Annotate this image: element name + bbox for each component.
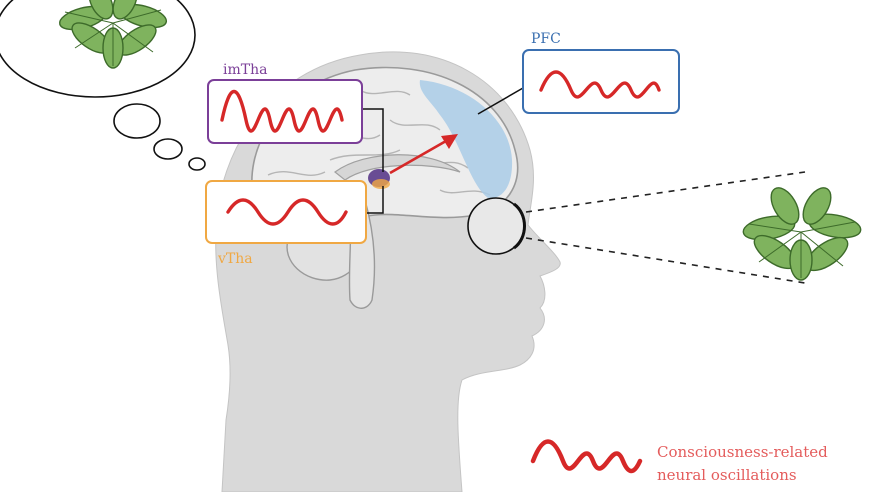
thalamus-connectors (362, 108, 384, 214)
legend: Consciousness-related neural oscillation… (530, 439, 828, 484)
plant-icon (742, 187, 862, 281)
pfc-oscillation-box (522, 49, 680, 114)
vtha-wave (226, 198, 348, 226)
legend-text-line2: neural oscillations (657, 466, 797, 484)
pfc-region (419, 80, 513, 199)
imtha-wave (220, 89, 344, 133)
imtha-label: imTha (223, 62, 267, 78)
vtha-label: vTha (217, 251, 253, 267)
plant-icon (58, 0, 168, 69)
imtha-oscillation-box (207, 79, 363, 144)
thought-bubble-icon (0, 0, 206, 171)
pfc-connector (477, 87, 524, 115)
pfc-wave (539, 70, 661, 99)
legend-wave-icon (530, 439, 643, 474)
eye-icon (467, 197, 526, 255)
pfc-label: PFC (531, 31, 561, 47)
thalamus-to-pfc-arrow (389, 134, 458, 175)
vtha-oscillation-box (205, 180, 367, 244)
legend-text-line1: Consciousness-related (657, 443, 828, 461)
